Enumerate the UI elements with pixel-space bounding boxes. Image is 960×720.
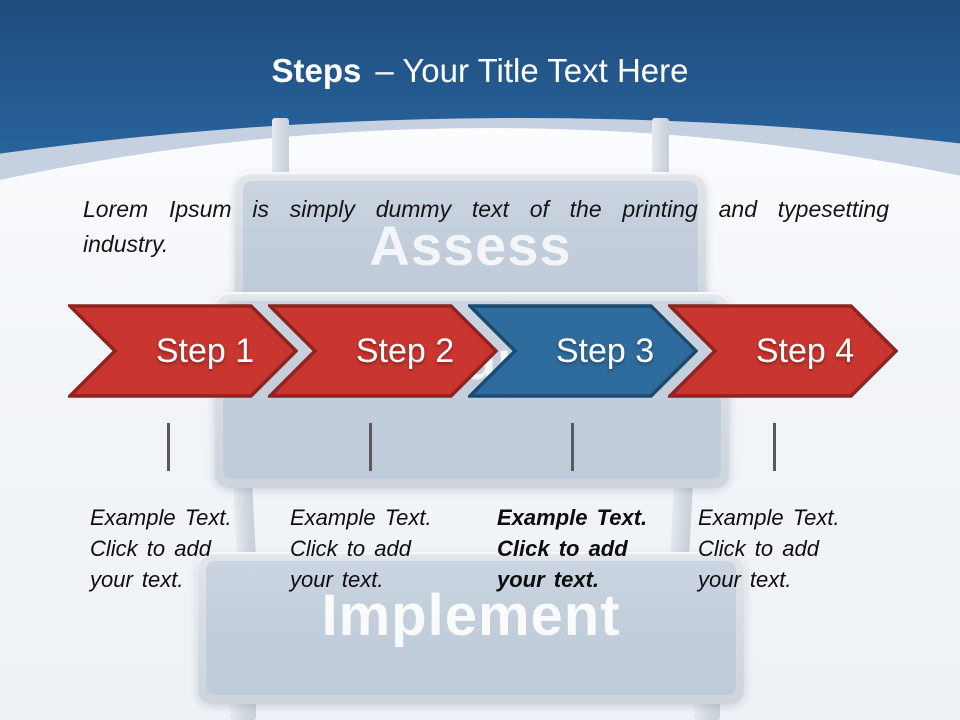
- sign-plate: [206, 561, 736, 695]
- step-label-1: Step 1: [155, 331, 255, 370]
- desc-line: Example Text.: [497, 505, 648, 530]
- signpost-post: [652, 118, 669, 184]
- intro-line-2: industry.: [83, 231, 169, 257]
- slide-title: Steps – Your Title Text Here: [0, 52, 960, 90]
- step-description-2: Example Text. Click to add your text.: [290, 502, 480, 595]
- tick-mark-2: [369, 423, 372, 471]
- chevron-shape: [668, 304, 898, 398]
- tick-mark-3: [571, 423, 574, 471]
- step-label-2: Step 2: [355, 331, 455, 370]
- chevron-shape: [268, 304, 498, 398]
- sign-label-implement: Implement: [321, 582, 621, 648]
- step-description-4: Example Text. Click to add your text.: [698, 502, 888, 595]
- chevron-polygon: [668, 304, 898, 398]
- sign-label-assess: Assess: [369, 213, 572, 277]
- intro-line-1: Lorem Ipsum is simply dummy text of the …: [83, 196, 889, 222]
- signpost-post: [272, 118, 289, 184]
- chevron-shape: [68, 304, 298, 398]
- desc-line: Click to add: [90, 536, 211, 561]
- step-arrow-1: Step 1: [68, 304, 298, 398]
- desc-line: your text.: [290, 567, 384, 592]
- desc-line: Example Text.: [290, 505, 432, 530]
- desc-line: Example Text.: [698, 505, 840, 530]
- tick-mark-4: [773, 423, 776, 471]
- slide-title-keyword: Steps: [271, 52, 362, 89]
- sign-panel-implement: Implement: [197, 552, 745, 704]
- step-description-3: Example Text. Click to add your text.: [497, 502, 687, 595]
- step-label-4: Step 4: [755, 331, 855, 370]
- chevron-polygon: [468, 304, 698, 398]
- step-arrow-3: Step 3: [468, 304, 698, 398]
- desc-line: Click to add: [497, 536, 628, 561]
- desc-line: your text.: [698, 567, 792, 592]
- chevron-polygon: [68, 304, 298, 398]
- intro-paragraph: Lorem Ipsum is simply dummy text of the …: [83, 192, 889, 262]
- slide-title-rest: – Your Title Text Here: [375, 52, 689, 89]
- sign-plate: [243, 181, 698, 309]
- step-arrow-4: Step 4: [668, 304, 898, 398]
- desc-line: your text.: [90, 567, 184, 592]
- chevron-polygon: [268, 304, 498, 398]
- desc-line: Example Text.: [90, 505, 232, 530]
- tick-mark-1: [167, 423, 170, 471]
- desc-line: Click to add: [290, 536, 411, 561]
- step-description-1: Example Text. Click to add your text.: [90, 502, 280, 595]
- chevron-shape: [468, 304, 698, 398]
- step-label-3: Step 3: [555, 331, 655, 370]
- desc-line: Click to add: [698, 536, 819, 561]
- desc-line: your text.: [497, 567, 600, 592]
- step-arrow-2: Step 2: [268, 304, 498, 398]
